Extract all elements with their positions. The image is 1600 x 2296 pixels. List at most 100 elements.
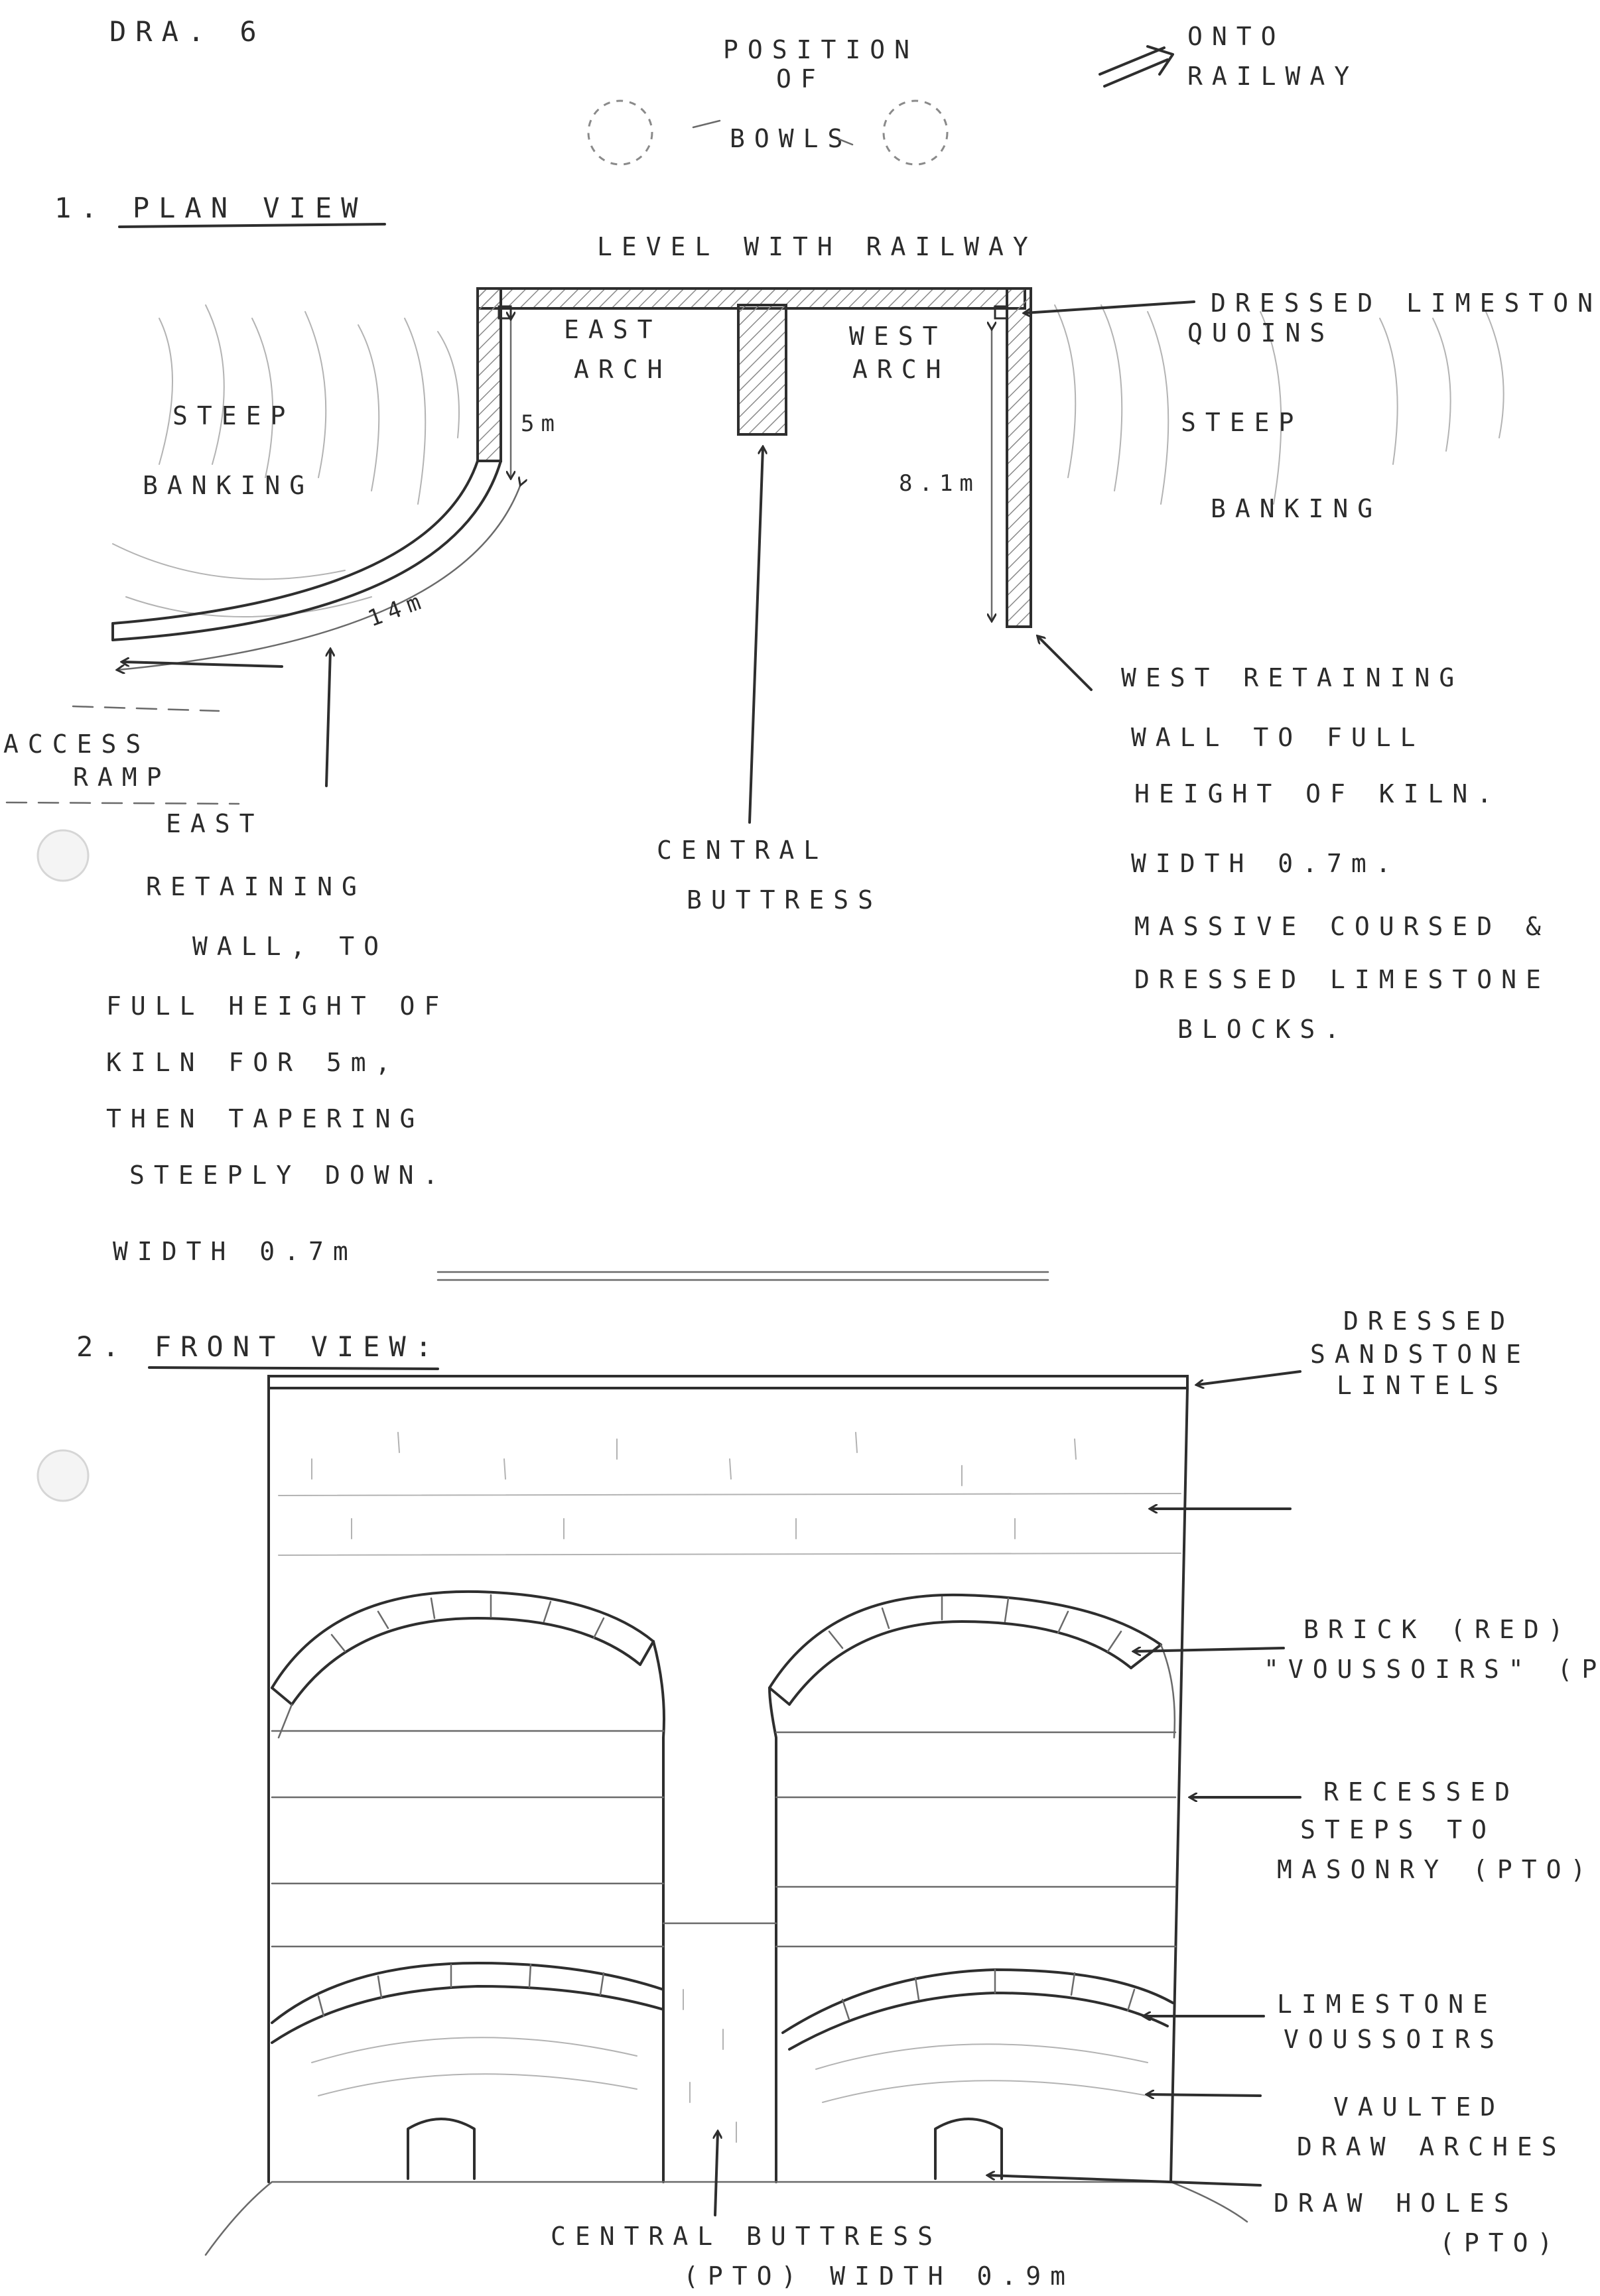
banking-hatch-right <box>1054 304 1504 505</box>
limestone-voussoir-ticks <box>317 1963 1136 2021</box>
right-recess-edge <box>1160 1643 1176 1739</box>
bowl-tick-left <box>692 119 721 129</box>
central-buttress-left-edge <box>652 1640 665 2183</box>
steep-left-label-1: STEEP <box>172 401 295 430</box>
front-view-underline <box>148 1366 439 1370</box>
right-brick-arch-outer <box>768 1593 1162 1689</box>
right-arch-cap-left <box>768 1687 791 1706</box>
east-wall-text-7: WIDTH 0.7m <box>113 1237 358 1266</box>
lintels-arrow <box>1197 1370 1301 1385</box>
bowl-circle-right <box>882 99 949 166</box>
bowl-tick-right <box>838 138 854 146</box>
east-arch-label-2: ARCH <box>574 355 672 384</box>
position-label-3: BOWLS <box>730 124 852 153</box>
vault-texture <box>311 1989 1148 2143</box>
east-wall-text-1: RETAINING <box>146 872 366 901</box>
access-dash-1 <box>72 705 220 712</box>
drawholes-label-2: (PTO) <box>1439 2228 1562 2258</box>
east-wall-text-0: EAST <box>166 809 264 838</box>
access-ramp-arrow <box>123 662 283 668</box>
steps-label-2: STEPS TO <box>1300 1815 1496 1844</box>
onto-label-2: RAILWAY <box>1187 62 1359 91</box>
front-right-edge <box>1169 1387 1189 2183</box>
brick-voussoir-ticks <box>330 1594 1122 1653</box>
recessed-step-lines <box>271 1730 1177 1948</box>
drawholes-label-1: DRAW HOLES <box>1274 2189 1518 2218</box>
steep-left-label-2: BANKING <box>143 471 314 500</box>
limestone-label-1: LIMESTONE <box>1277 1990 1497 2019</box>
west-arch-label-2: ARCH <box>852 355 951 384</box>
left-limestone-arch-inner <box>271 1985 665 2044</box>
brick-label-2: "VOUSSOIRS" (PTO) <box>1264 1655 1600 1684</box>
east-wall-text-3: FULL HEIGHT OF <box>106 991 448 1021</box>
quoin-west <box>994 305 1008 320</box>
access-dash-2 <box>5 801 240 805</box>
lintels-label-3: LINTELS <box>1337 1371 1508 1400</box>
position-label-1: POSITION <box>723 35 919 64</box>
buttress-arrow <box>748 448 763 824</box>
front-lintel-band <box>267 1375 1189 1389</box>
vaulted-label-1: VAULTED <box>1333 2092 1504 2122</box>
west-wall-text-0: WEST RETAINING <box>1121 663 1463 692</box>
front-buttress-arrow <box>715 2132 718 2216</box>
position-label-2: OF <box>776 64 825 94</box>
lintels-label-1: DRESSED <box>1343 1307 1514 1336</box>
west-wall-text-5: DRESSED LIMESTONE <box>1134 965 1550 994</box>
vaulted-label-2: DRAW ARCHES <box>1297 2132 1566 2161</box>
drawholes-arrow <box>988 2175 1262 2187</box>
quoins-label-1: DRESSED LIMESTONE <box>1211 288 1600 318</box>
right-arch-cap-right <box>1130 1643 1162 1669</box>
west-wall-arrow <box>1038 637 1093 691</box>
brick-label-1: BRICK (RED) <box>1303 1615 1573 1644</box>
left-arch-cap-left <box>271 1687 293 1706</box>
west-arch-label-1: WEST <box>849 322 947 351</box>
west-wall-text-4: MASSIVE COURSED & <box>1134 912 1550 941</box>
dim-14m-arrow <box>118 484 521 670</box>
east-wall-text-2: WALL, TO <box>192 932 388 961</box>
level-label: LEVEL WITH RAILWAY <box>597 232 1037 261</box>
brick-arrow <box>1134 1648 1285 1651</box>
left-draw-hole <box>407 2118 476 2180</box>
dim-5m-label: 5m <box>521 411 561 437</box>
left-recess-edge <box>277 1703 293 1739</box>
left-brick-arch-inner <box>291 1617 641 1706</box>
west-wall-text-1: WALL TO FULL <box>1131 723 1425 752</box>
masonry-texture-upper <box>278 1432 1181 1556</box>
plan-west-wall <box>1006 287 1032 628</box>
west-wall-text-6: BLOCKS. <box>1177 1015 1349 1044</box>
access-label-2: RAMP <box>73 763 171 792</box>
central-buttress-right-edge <box>768 1687 777 2183</box>
punch-hole-upper <box>36 829 90 882</box>
onto-label-1: ONTO <box>1187 22 1286 51</box>
east-arch-label-1: EAST <box>564 315 662 344</box>
steep-right-label-1: STEEP <box>1181 408 1303 437</box>
east-wall-text-6: STEEPLY DOWN. <box>129 1161 447 1190</box>
front-view-heading: 2. FRONT VIEW: <box>76 1330 441 1363</box>
buttress-label-2: BUTTRESS <box>687 885 882 915</box>
front-buttress-label-1: CENTRAL BUTTRESS <box>551 2222 942 2251</box>
ground-line <box>204 2181 1248 2256</box>
plan-view-heading: 1. PLAN VIEW <box>54 192 367 224</box>
right-brick-arch-inner <box>788 1620 1132 1706</box>
buttress-label-1: CENTRAL <box>657 836 828 865</box>
plan-central-buttress <box>737 304 787 436</box>
left-arch-cap-right <box>639 1640 655 1666</box>
steep-right-label-2: BANKING <box>1211 494 1382 523</box>
left-limestone-arch-outer <box>271 1962 665 2024</box>
limestone-label-2: VOUSSOIRS <box>1284 2025 1504 2054</box>
sheet-id: DRA. 6 <box>109 15 266 48</box>
plan-view-underline <box>118 223 386 228</box>
access-label-1: ACCESS <box>3 730 150 759</box>
left-brick-arch-outer <box>271 1590 655 1689</box>
steps-label-1: RECESSED <box>1323 1777 1519 1807</box>
quoins-arrow <box>1025 300 1195 313</box>
plan-east-wall <box>476 287 502 462</box>
right-draw-hole <box>934 2118 1003 2180</box>
east-wall-text-4: KILN FOR 5m, <box>106 1048 400 1077</box>
east-wall-text-5: THEN TAPERING <box>106 1104 424 1133</box>
front-buttress-label-2: (PTO) WIDTH 0.9m <box>683 2262 1075 2291</box>
dim-8-1m-label: 8.1m <box>899 470 980 497</box>
punch-hole-lower <box>36 1449 90 1502</box>
lintels-label-2: SANDSTONE <box>1310 1340 1530 1369</box>
bowl-circle-left <box>587 99 653 166</box>
